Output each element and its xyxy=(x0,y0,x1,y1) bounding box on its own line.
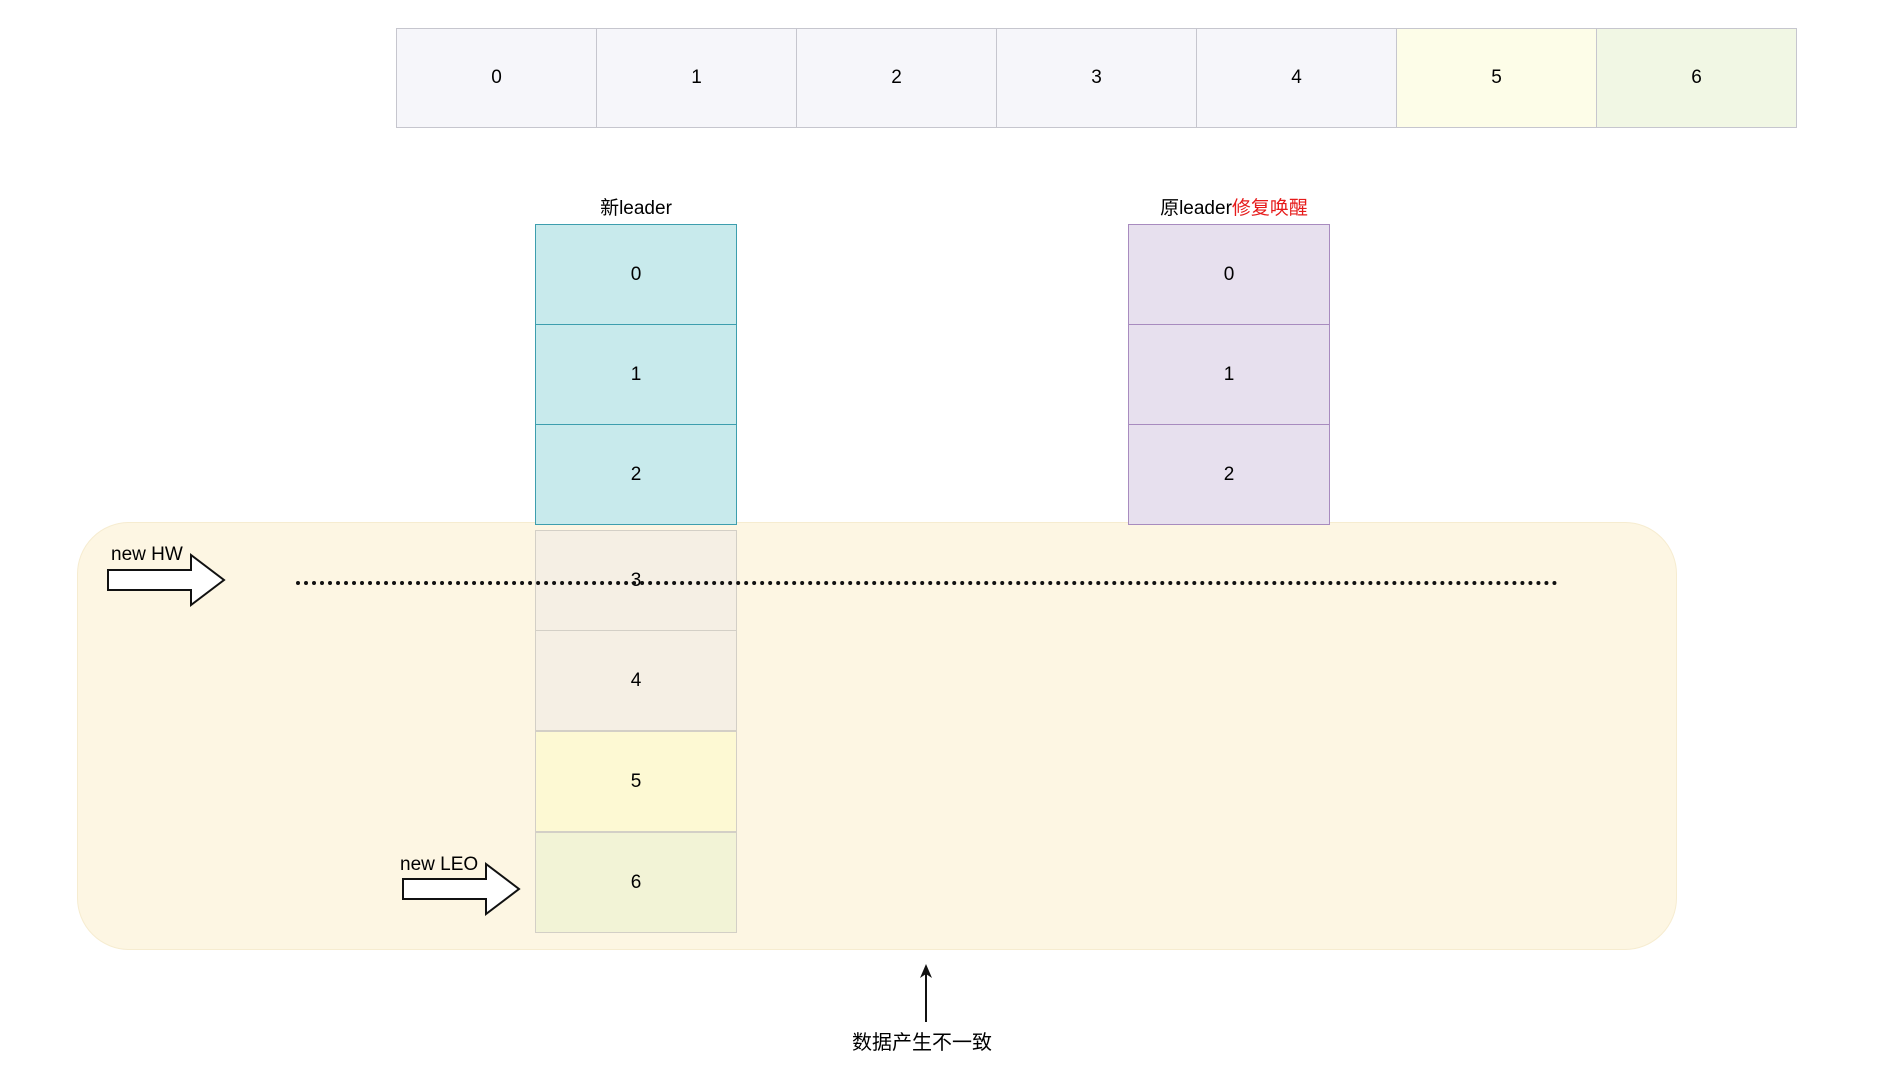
new-hw-label: new HW xyxy=(111,544,183,565)
old-leader-cell-0: 0 xyxy=(1128,224,1330,325)
up-arrow-icon xyxy=(920,964,932,1022)
offset-cell-5: 5 xyxy=(1396,28,1597,128)
offset-cell-3: 3 xyxy=(996,28,1197,128)
new-leo-arrow-icon xyxy=(402,862,521,916)
old-leader-title-highlight: 修复唤醒 xyxy=(1231,198,1308,219)
old-leader-cell-1: 1 xyxy=(1128,324,1330,425)
offset-cell-0: 0 xyxy=(396,28,597,128)
new-leader-cell-5: 5 xyxy=(535,731,737,832)
new-leader-cell-0: 0 xyxy=(535,224,737,325)
new-leader-cell-3: 3 xyxy=(535,530,737,631)
old-leader-title: 原leader修复唤醒 xyxy=(1134,193,1334,220)
offset-cell-4: 4 xyxy=(1196,28,1397,128)
caption: 数据产生不一致 xyxy=(852,1032,992,1054)
new-leader-cell-2: 2 xyxy=(535,424,737,525)
old-leader-title-prefix: 原leader xyxy=(1160,198,1232,219)
offset-cell-6: 6 xyxy=(1596,28,1797,128)
new-hw-arrow-icon xyxy=(107,553,226,607)
new-leader-cell-4: 4 xyxy=(535,630,737,731)
new-leader-cell-1: 1 xyxy=(535,324,737,425)
new-leader-cell-6: 6 xyxy=(535,832,737,933)
old-leader-cell-2: 2 xyxy=(1128,424,1330,525)
offset-row: 0 1 2 3 4 5 6 xyxy=(396,28,1797,129)
new-leader-title: 新leader xyxy=(600,198,672,219)
offset-cell-1: 1 xyxy=(596,28,797,128)
inconsistency-region xyxy=(77,522,1677,950)
new-leo-label: new LEO xyxy=(400,854,479,875)
hw-dotted-line xyxy=(296,581,1558,585)
offset-cell-2: 2 xyxy=(796,28,997,128)
